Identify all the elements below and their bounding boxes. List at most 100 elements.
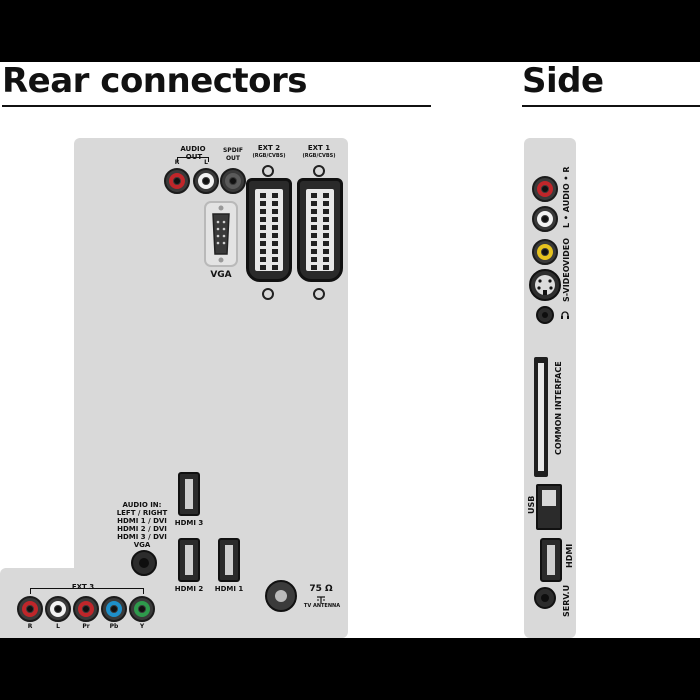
side-video-label: VIDEO (562, 237, 571, 266)
ext1-scart-connector (297, 178, 343, 282)
ext3-r-label: R (27, 623, 33, 630)
bottom-bar (0, 638, 700, 700)
scart-pin (311, 233, 317, 238)
antenna-ohm-label: 75 Ω (309, 584, 333, 594)
rear-heading-rule (2, 105, 431, 107)
ext3-l-jack (45, 596, 71, 622)
scart-pin (311, 209, 317, 214)
rear-connectors-heading: Rear connectors (2, 61, 308, 101)
scart-pin (323, 225, 329, 230)
scart-pin (260, 257, 266, 262)
audio-out-bracket (177, 157, 209, 162)
scart-pin (272, 241, 278, 246)
audio-in-line6: VGA (133, 541, 151, 549)
scart-pin (260, 233, 266, 238)
side-headphone-jack (536, 306, 554, 324)
scart-pin (311, 201, 317, 206)
ext2-top-screw (262, 165, 274, 177)
ext3-r-jack (17, 596, 43, 622)
antenna-icon (317, 596, 325, 603)
side-audio-left-jack (532, 206, 558, 232)
ext2-title: EXT 2 (257, 144, 281, 152)
scart-pin (311, 193, 317, 198)
scart-pin (311, 217, 317, 222)
scart-pin (311, 249, 317, 254)
ext1-title: EXT 1 (307, 144, 331, 152)
hdmi3-port (178, 472, 200, 516)
audio-out-r-label: R (174, 159, 180, 166)
scart-pin (260, 225, 266, 230)
scart-pin (323, 201, 329, 206)
ext3-pr-label: Pr (82, 623, 90, 630)
side-service-jack (534, 587, 556, 609)
side-video-jack (532, 239, 558, 265)
audio-out-title: AUDIO (180, 145, 206, 153)
audio-in-line3: HDMI 1 / DVI (117, 517, 167, 525)
scart-pin (260, 249, 266, 254)
ext3-y-jack (129, 596, 155, 622)
vga-label: VGA (210, 270, 232, 280)
scart-pin (272, 209, 278, 214)
scart-pin (260, 217, 266, 222)
scart-pin (323, 241, 329, 246)
side-svideo-port (529, 269, 561, 301)
side-svideo-label: S-VIDEO (562, 265, 571, 302)
audio-in-jack (131, 550, 157, 576)
audio-out-left-jack (193, 168, 219, 194)
audio-in-line4: HDMI 2 / DVI (117, 525, 167, 533)
ext3-bracket (30, 588, 144, 594)
ext3-pb-label: Pb (109, 623, 119, 630)
scart-pin (272, 233, 278, 238)
scart-pin (311, 241, 317, 246)
scart-pin (323, 249, 329, 254)
side-heading-rule (522, 105, 700, 107)
scart-pin (323, 257, 329, 262)
ext1-bottom-screw (313, 288, 325, 300)
scart-pin (323, 217, 329, 222)
ext3-pb-jack (101, 596, 127, 622)
scart-pin (323, 233, 329, 238)
scart-pin (323, 265, 329, 270)
vga-connector (204, 201, 238, 267)
side-service-label: SERV.U (562, 584, 571, 617)
scart-pin (272, 257, 278, 262)
audio-out-right-jack (164, 168, 190, 194)
ext3-title: EXT 3 (71, 583, 95, 591)
side-audio-label: L • AUDIO • R (562, 166, 571, 228)
spdif-out-jack (220, 168, 246, 194)
hdmi2-port (178, 538, 200, 582)
tv-antenna-jack (265, 580, 297, 612)
ext2-bottom-screw (262, 288, 274, 300)
scart-pin (272, 193, 278, 198)
scart-pin (272, 265, 278, 270)
common-interface-label: COMMON INTERFACE (554, 361, 563, 455)
side-hdmi-port (540, 538, 562, 582)
scart-pin (272, 201, 278, 206)
headphone-icon (561, 311, 569, 319)
ext3-y-label: Y (139, 623, 145, 630)
hdmi1-label: HDMI 1 (214, 585, 244, 593)
scart-pin (311, 265, 317, 270)
scart-pin (272, 225, 278, 230)
hdmi3-label: HDMI 3 (174, 519, 204, 527)
scart-pin (260, 201, 266, 206)
spdif-label-line1: SPDIF (222, 147, 244, 154)
audio-in-line5: HDMI 3 / DVI (117, 533, 167, 541)
scart-pin (260, 209, 266, 214)
ext1-top-screw (313, 165, 325, 177)
spdif-label-line2: OUT (225, 155, 241, 162)
scart-pin (323, 193, 329, 198)
ext2-scart-connector (246, 178, 292, 282)
top-bar (0, 0, 700, 62)
hdmi1-port (218, 538, 240, 582)
side-hdmi-label: HDMI (565, 543, 574, 568)
side-usb-port (536, 484, 562, 530)
ext3-pr-jack (73, 596, 99, 622)
hdmi2-label: HDMI 2 (174, 585, 204, 593)
ext2-subtitle: (RGB/CVBS) (252, 153, 286, 159)
scart-pin (311, 225, 317, 230)
side-heading: Side (522, 61, 604, 101)
audio-in-line1: AUDIO IN: (122, 501, 162, 509)
side-audio-right-jack (532, 176, 558, 202)
side-usb-label: USB (527, 495, 536, 514)
